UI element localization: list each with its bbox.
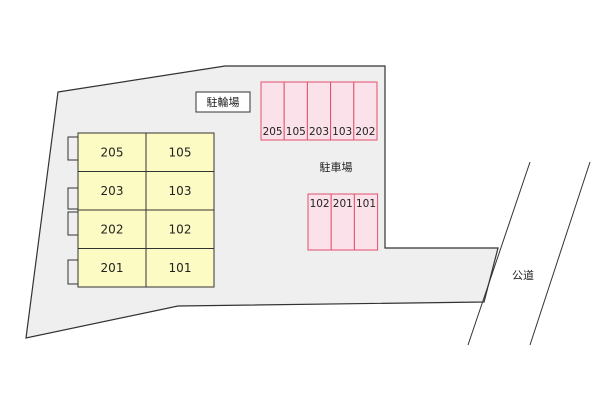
parking-bay-label-bottom-201: 201 — [333, 198, 353, 210]
parking-bay-label-top-203: 203 — [309, 126, 329, 138]
parking-bay-label-top-202: 202 — [355, 126, 375, 138]
unit-label-105: 105 — [169, 145, 192, 159]
parking-bay-label-top-103: 103 — [332, 126, 352, 138]
unit-202 — [77, 209, 147, 249]
bicycle-parking-box — [195, 91, 251, 113]
unit-label-201: 201 — [101, 261, 124, 275]
parking-bay-label-top-205: 205 — [263, 126, 283, 138]
unit-label-202: 202 — [101, 222, 124, 236]
parking-bay-label-bottom-101: 101 — [356, 198, 376, 210]
building-balconies — [67, 136, 78, 285]
parking-bay-label-top-105: 105 — [286, 126, 306, 138]
unit-205 — [77, 132, 147, 172]
apartment-building: 205 105 203 103 202 102 201 101 — [77, 132, 215, 288]
unit-label-103: 103 — [169, 184, 192, 198]
parking-bay-label-bottom-102: 102 — [310, 198, 330, 210]
unit-101 — [145, 248, 215, 288]
road-edge-right — [529, 161, 591, 346]
road-edge-left — [467, 161, 531, 346]
public-road-label: 公道 — [512, 268, 534, 282]
unit-label-101: 101 — [169, 261, 192, 275]
unit-201 — [77, 248, 147, 288]
unit-label-205: 205 — [101, 145, 124, 159]
bicycle-parking-label: 駐輪場 — [207, 95, 240, 109]
parking-bay-top-202 — [353, 81, 378, 141]
unit-103 — [145, 171, 215, 211]
unit-105 — [145, 132, 215, 172]
parking-bay-bottom-101 — [353, 193, 379, 251]
unit-label-203: 203 — [101, 184, 124, 198]
unit-label-102: 102 — [169, 222, 192, 236]
car-parking-label: 駐車場 — [320, 160, 353, 174]
